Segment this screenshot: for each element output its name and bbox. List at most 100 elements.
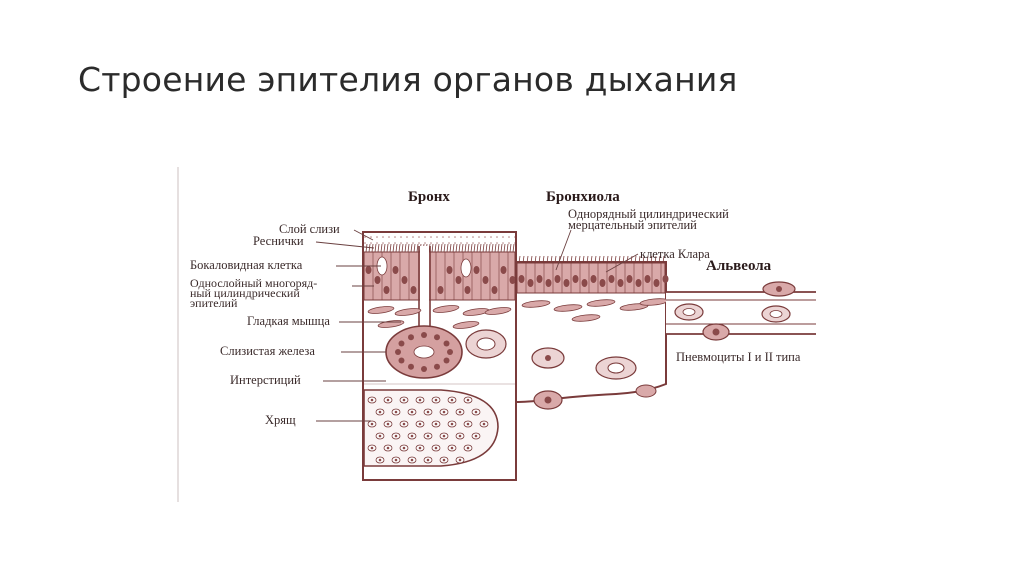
cell-nucleus bbox=[545, 279, 552, 287]
label-mucus-layer: Слой слизи bbox=[279, 222, 340, 236]
label-mucous-gland: Слизистая железа bbox=[220, 344, 315, 358]
chondrocyte-nucleus bbox=[378, 410, 382, 414]
chondrocyte-nucleus bbox=[474, 410, 478, 414]
cilium bbox=[476, 243, 479, 253]
cell-nucleus bbox=[662, 275, 669, 283]
gland-nucleus bbox=[398, 357, 405, 364]
cell-nucleus bbox=[536, 275, 543, 283]
cell-nucleus bbox=[554, 275, 561, 283]
cilium bbox=[602, 255, 605, 264]
bronchiole-bulge-2 bbox=[635, 384, 657, 398]
gland-duct-lumen bbox=[420, 246, 429, 342]
leader-mucus bbox=[353, 229, 374, 241]
chondrocyte-nucleus bbox=[410, 434, 414, 438]
cilium bbox=[389, 243, 392, 253]
cilium bbox=[554, 255, 557, 264]
cilium bbox=[550, 255, 553, 264]
cilium bbox=[578, 255, 581, 264]
cilium bbox=[509, 243, 512, 253]
cell-nucleus bbox=[635, 279, 642, 287]
cilium bbox=[650, 255, 653, 264]
cilium bbox=[634, 255, 637, 264]
cell-nucleus bbox=[446, 266, 453, 274]
gland-nucleus bbox=[447, 349, 453, 355]
bronchus-block bbox=[362, 231, 517, 481]
bronchiole-block bbox=[515, 255, 669, 410]
gland-nucleus bbox=[421, 366, 427, 372]
chondrocyte-nucleus bbox=[386, 422, 390, 426]
muscle-fiber bbox=[586, 299, 616, 307]
cilium bbox=[594, 255, 597, 264]
chondrocyte-nucleus bbox=[442, 458, 446, 462]
muscle-fiber bbox=[484, 307, 512, 315]
chondrocyte-nucleus bbox=[442, 410, 446, 414]
cilium bbox=[542, 255, 545, 264]
label-multirow-line3: эпителий bbox=[190, 296, 238, 310]
heading-bronchus: Бронх bbox=[408, 189, 450, 205]
cilium bbox=[598, 255, 601, 264]
cilium bbox=[401, 243, 404, 253]
cell-nucleus bbox=[491, 286, 498, 294]
cilium bbox=[410, 243, 413, 253]
chondrocyte-nucleus bbox=[402, 446, 406, 450]
label-cartilage: Хрящ bbox=[265, 413, 296, 427]
bronchiole-bulge-1-nucleus bbox=[544, 396, 552, 404]
cilium bbox=[570, 255, 573, 264]
muscle-fiber bbox=[553, 304, 583, 312]
cell-nucleus bbox=[599, 279, 606, 287]
cell-nucleus bbox=[374, 276, 381, 284]
cell-nucleus bbox=[653, 279, 660, 287]
cilium bbox=[488, 243, 491, 253]
epithelium-diagram: Бронх Бронхиола Альвеола Слой слизи Ресн… bbox=[176, 162, 816, 507]
cilium bbox=[392, 243, 395, 253]
chondrocyte-nucleus bbox=[434, 398, 438, 402]
cell-nucleus bbox=[590, 275, 597, 283]
chondrocyte-nucleus bbox=[370, 422, 374, 426]
chondrocyte-nucleus bbox=[370, 446, 374, 450]
chondrocyte-nucleus bbox=[410, 410, 414, 414]
cilium bbox=[398, 243, 401, 253]
alveolus-capillary-2-lumen bbox=[769, 310, 783, 318]
cell-nucleus bbox=[464, 286, 471, 294]
cilium bbox=[449, 243, 452, 253]
chondrocyte-nucleus bbox=[450, 398, 454, 402]
chondrocyte-nucleus bbox=[370, 398, 374, 402]
chondrocyte-nucleus bbox=[466, 422, 470, 426]
interstitial-vessel-lumen bbox=[476, 337, 496, 351]
chondrocyte-nucleus bbox=[402, 422, 406, 426]
cilium bbox=[461, 243, 464, 253]
heading-bronchiole: Бронхиола bbox=[546, 189, 620, 205]
gland-nucleus bbox=[434, 334, 440, 341]
label-goblet-cell: Бокаловидная клетка bbox=[190, 258, 303, 272]
cilium bbox=[437, 243, 440, 253]
leader-cilia bbox=[315, 241, 375, 249]
cilium bbox=[443, 243, 446, 253]
label-pneumocytes: Пневмоциты I и II типа bbox=[676, 350, 801, 364]
label-smooth-muscle: Гладкая мышца bbox=[247, 314, 330, 328]
bronchus-smooth-muscle bbox=[367, 305, 512, 329]
gland-lumen bbox=[413, 345, 435, 359]
cilium bbox=[386, 243, 389, 253]
bronchiole-vessel-1-nucleus bbox=[545, 355, 551, 361]
cilium bbox=[446, 243, 449, 253]
cell-nucleus bbox=[401, 276, 408, 284]
cell-nucleus bbox=[572, 275, 579, 283]
chondrocyte-nucleus bbox=[394, 410, 398, 414]
cilium bbox=[494, 243, 497, 253]
cilium bbox=[606, 255, 609, 264]
chondrocyte-nucleus bbox=[378, 458, 382, 462]
cilium bbox=[590, 255, 593, 264]
chondrocyte-nucleus bbox=[442, 434, 446, 438]
label-single-row-line1: Однорядный цилиндрический bbox=[568, 207, 729, 221]
cilium bbox=[512, 243, 515, 253]
cartilage-cells bbox=[367, 396, 489, 464]
cilium bbox=[416, 243, 419, 253]
cell-nucleus bbox=[518, 275, 525, 283]
cell-nucleus bbox=[581, 279, 588, 287]
cell-nucleus bbox=[644, 275, 651, 283]
chondrocyte-nucleus bbox=[402, 398, 406, 402]
chondrocyte-nucleus bbox=[426, 434, 430, 438]
cilium bbox=[458, 243, 461, 253]
chondrocyte-nucleus bbox=[426, 458, 430, 462]
cilium bbox=[574, 255, 577, 264]
